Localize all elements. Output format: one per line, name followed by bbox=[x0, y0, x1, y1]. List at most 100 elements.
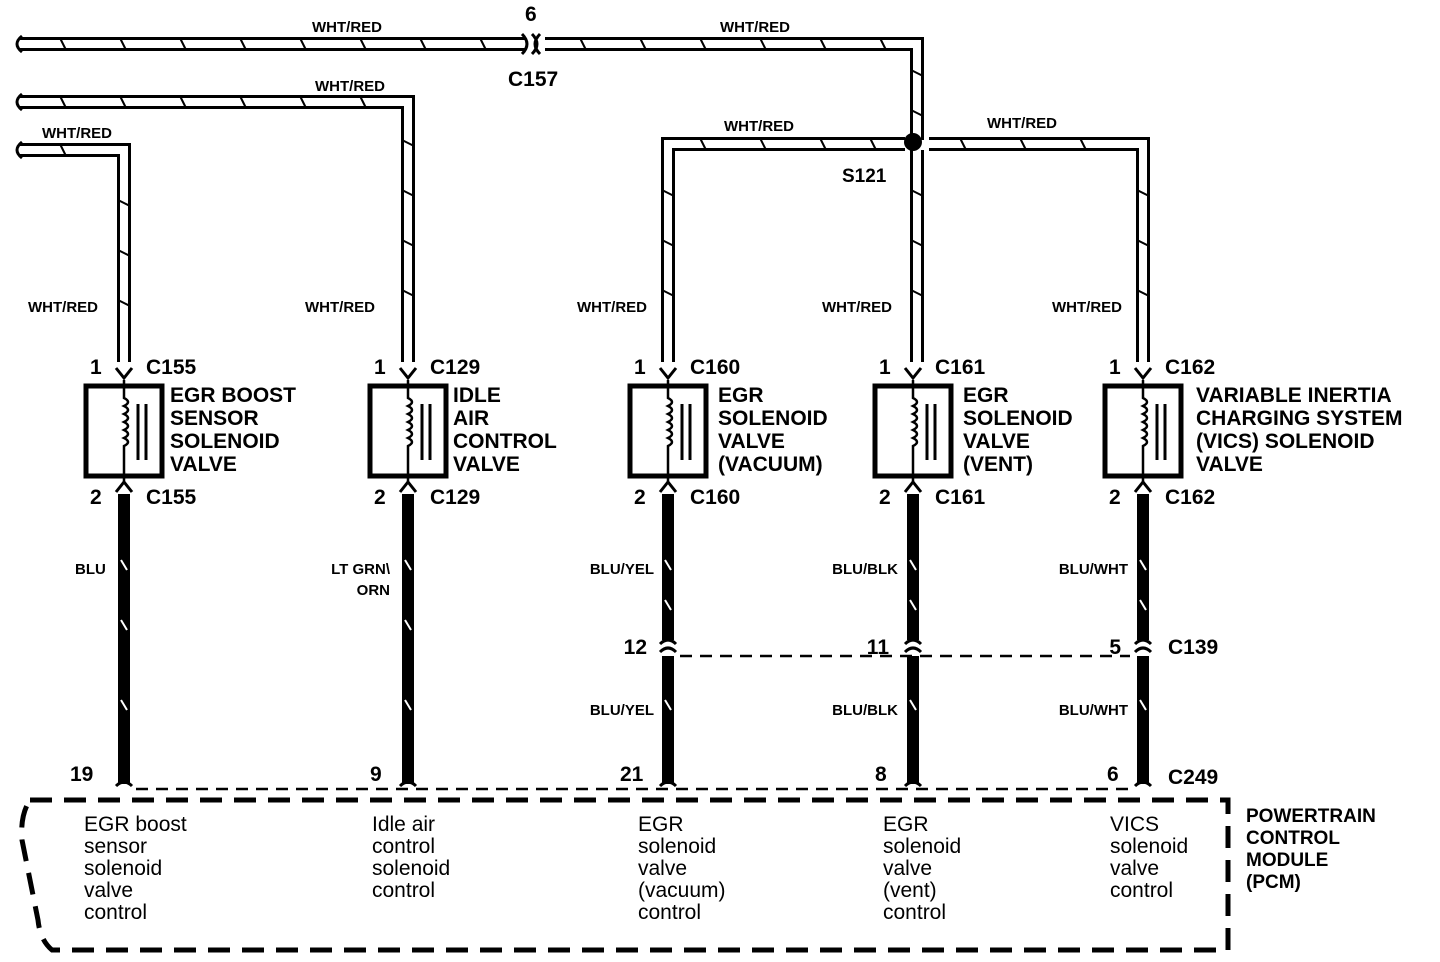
pcm-title: POWERTRAIN CONTROL MODULE (PCM) bbox=[1246, 806, 1376, 893]
pcm-desc-line-2: solenoid bbox=[638, 835, 716, 858]
coil-icon bbox=[1140, 380, 1149, 482]
connector2-label: C129 bbox=[430, 486, 480, 509]
coil-icon bbox=[405, 380, 414, 482]
c157-label: C157 bbox=[508, 68, 558, 91]
connector1-label: C161 bbox=[935, 356, 986, 379]
feed-wire-label: WHT/RED bbox=[1052, 299, 1122, 316]
pcm-title-line-1: POWERTRAIN bbox=[1246, 806, 1376, 827]
wire-label-top-right: WHT/RED bbox=[720, 19, 790, 36]
pcm-pin-number: 19 bbox=[70, 763, 93, 786]
feed-wires bbox=[20, 37, 1150, 362]
pcm-title-line-4: (PCM) bbox=[1246, 872, 1301, 893]
pcm-desc-line-4: valve bbox=[84, 879, 133, 902]
pcm-desc-line-1: VICS bbox=[1110, 813, 1159, 836]
pin1-arrow bbox=[114, 367, 134, 381]
component-name-line-3: VALVE bbox=[963, 430, 1030, 453]
pcm-desc-line-2: control bbox=[372, 835, 435, 858]
pin2-arrow bbox=[114, 479, 134, 493]
component-name-line-4: (VENT) bbox=[963, 453, 1033, 476]
wire-label-s121-right: WHT/RED bbox=[987, 115, 1057, 132]
pcm-pin-number: 21 bbox=[620, 763, 644, 786]
labels: WHT/RED 6 C157 WHT/RED WHT/RED WHT/RED W… bbox=[42, 3, 1376, 893]
c157-connector bbox=[520, 32, 542, 56]
c139-pin-number: 11 bbox=[867, 636, 890, 659]
pin1-arrow bbox=[1133, 367, 1153, 381]
component-name-line-4: VALVE bbox=[170, 453, 237, 476]
feed-wire-label: WHT/RED bbox=[28, 299, 98, 316]
feed-wire-label: WHT/RED bbox=[577, 299, 647, 316]
connector1-label: C162 bbox=[1165, 356, 1215, 379]
lower-wire-label-below-c139: BLU/BLK bbox=[832, 702, 898, 719]
component-name-line-2: SOLENOID bbox=[718, 407, 828, 430]
pcm-desc-line-2: sensor bbox=[84, 835, 147, 858]
pin2-arrow bbox=[903, 479, 923, 493]
lower-wire-label-1: BLU/WHT bbox=[1059, 561, 1128, 578]
pcm-desc-line-1: EGR bbox=[883, 813, 929, 836]
feed-wire-label: WHT/RED bbox=[305, 299, 375, 316]
component-name-line-3: (VICS) SOLENOID bbox=[1196, 430, 1375, 453]
component-name-line-1: EGR bbox=[718, 384, 764, 407]
pin2-number: 2 bbox=[374, 486, 386, 509]
connector1-label: C155 bbox=[146, 356, 197, 379]
coil-icon bbox=[121, 380, 130, 482]
component-name-line-4: VALVE bbox=[1196, 453, 1263, 476]
pin2-arrow bbox=[658, 479, 678, 493]
lower-wire-label-1: BLU/BLK bbox=[832, 561, 898, 578]
connector2-label: C161 bbox=[935, 486, 986, 509]
lower-wire-label-1: BLU bbox=[75, 561, 106, 578]
connector2-label: C162 bbox=[1165, 486, 1215, 509]
c139-connector-group bbox=[658, 638, 1153, 658]
component-name-line-3: CONTROL bbox=[453, 430, 557, 453]
pcm-desc-line-5: control bbox=[883, 901, 946, 924]
component-name-line-2: SENSOR bbox=[170, 407, 259, 430]
c139-pin-number: 12 bbox=[624, 636, 647, 659]
pcm-desc-line-4: control bbox=[1110, 879, 1173, 902]
c139-pin-number: 5 bbox=[1109, 636, 1121, 659]
connector2-label: C160 bbox=[690, 486, 740, 509]
pin2-arrow bbox=[398, 479, 418, 493]
pcm-desc-line-5: control bbox=[638, 901, 701, 924]
pcm-desc-line-5: control bbox=[84, 901, 147, 924]
lower-wire-label-below-c139: BLU/WHT bbox=[1059, 702, 1128, 719]
pcm-desc-line-3: valve bbox=[638, 857, 687, 880]
coil-icon bbox=[665, 380, 674, 482]
component-name-line-1: EGR BOOST bbox=[170, 384, 296, 407]
pcm-desc-line-4: control bbox=[372, 879, 435, 902]
lower-wire-label-1: LT GRN\ bbox=[331, 561, 391, 578]
c249-connector-group bbox=[114, 780, 1153, 791]
pin2-number: 2 bbox=[90, 486, 102, 509]
wire-label-s121-left: WHT/RED bbox=[724, 118, 794, 135]
pin2-number: 2 bbox=[634, 486, 646, 509]
component-name-line-2: AIR bbox=[453, 407, 489, 430]
coil-icon bbox=[910, 380, 919, 482]
pin2-arrow bbox=[1133, 479, 1153, 493]
lower-wire-label-1: BLU/YEL bbox=[590, 561, 654, 578]
component-name-line-4: (VACUUM) bbox=[718, 453, 823, 476]
pcm-desc-line-2: solenoid bbox=[1110, 835, 1188, 858]
c139-label: C139 bbox=[1168, 636, 1218, 659]
wire-hatches bbox=[59, 37, 1150, 307]
pcm-desc-line-3: solenoid bbox=[372, 857, 450, 880]
pin2-number: 2 bbox=[879, 486, 891, 509]
component-name-line-1: IDLE bbox=[453, 384, 501, 407]
component-name-line-2: SOLENOID bbox=[963, 407, 1073, 430]
c249-label: C249 bbox=[1168, 766, 1218, 789]
pcm-desc-line-1: EGR boost bbox=[84, 813, 187, 836]
lower-wire-label-2: ORN bbox=[357, 582, 390, 599]
feed-wire-label: WHT/RED bbox=[822, 299, 892, 316]
pcm-desc-line-4: (vent) bbox=[883, 879, 937, 902]
connector1-label: C129 bbox=[430, 356, 480, 379]
lower-wire-label-below-c139: BLU/YEL bbox=[590, 702, 654, 719]
pin1-number: 1 bbox=[879, 356, 891, 379]
pin1-number: 1 bbox=[90, 356, 102, 379]
s121-label: S121 bbox=[842, 166, 887, 187]
pin1-number: 1 bbox=[634, 356, 646, 379]
pcm-pin-number: 9 bbox=[370, 763, 382, 786]
pin1-arrow bbox=[658, 367, 678, 381]
pcm-desc-line-3: valve bbox=[883, 857, 932, 880]
connector1-label: C160 bbox=[690, 356, 740, 379]
